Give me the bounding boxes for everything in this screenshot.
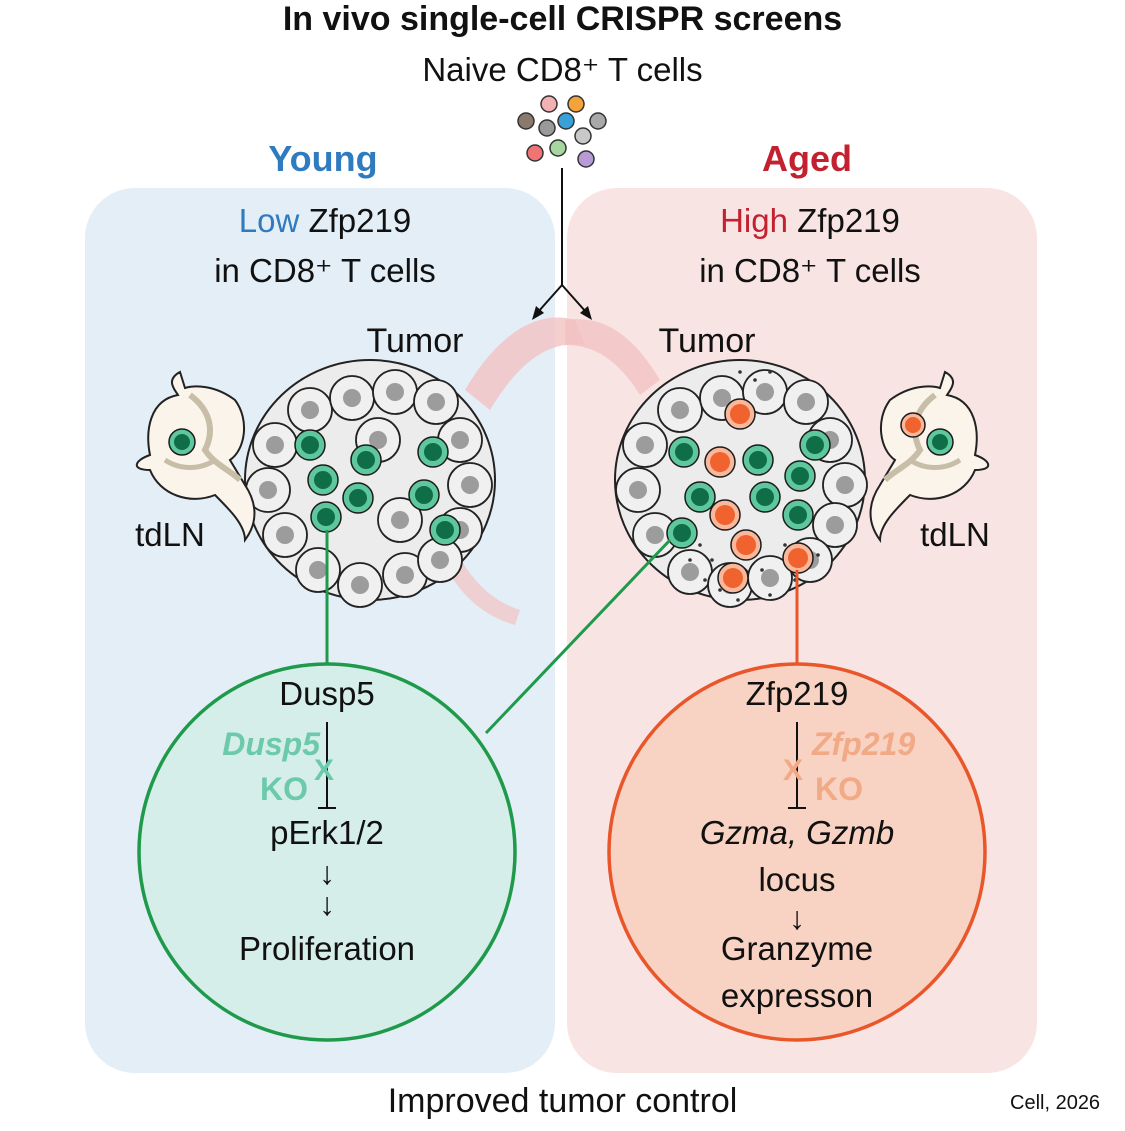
young-ko-gene: Dusp5 [222, 726, 320, 762]
naive-cell [574, 127, 592, 145]
vessel-left [465, 317, 585, 410]
young-gene: Zfp219 [299, 202, 412, 239]
vessel-right [565, 319, 660, 395]
pathway-circle-young [137, 662, 517, 1042]
young-ko-word: KO [260, 771, 308, 807]
footer-conclusion: Improved tumor control [387, 1082, 738, 1120]
aged-pathway-bottom-1: Granzyme [720, 930, 874, 967]
young-ko-mark: X [314, 754, 335, 787]
tumor-label-young: Tumor [366, 322, 464, 360]
page-title: In vivo single-cell CRISPR screens [282, 0, 843, 38]
arrowhead-right [580, 306, 592, 320]
young-level-word: Low [238, 202, 300, 239]
lymph-node-aged [869, 370, 990, 543]
young-cell-line: in CD8⁺ T cells [214, 252, 436, 289]
aged-ko-gene: Zfp219 [812, 726, 916, 762]
tumor-young [244, 359, 496, 608]
naive-t-cells [517, 95, 607, 168]
inhibition-young [318, 722, 336, 809]
young-arrow-2: ↓ [319, 886, 335, 922]
aged-ko-word: KO [815, 771, 863, 807]
young-arrow-1: ↓ [319, 855, 335, 891]
young-pathway-bottom: Proliferation [238, 930, 416, 967]
naive-cell [557, 112, 575, 130]
aged-pathway-middle-2: locus [758, 861, 836, 898]
naive-cell [589, 112, 607, 130]
aged-heading: Aged [762, 138, 852, 179]
aged-arrow-1: ↓ [789, 900, 805, 936]
naive-cell [526, 144, 544, 162]
inhibition-aged [788, 722, 806, 809]
split-arrow [537, 168, 587, 313]
naive-cell [549, 139, 567, 157]
naive-cell [567, 95, 585, 113]
tdln-label-young: tdLN [135, 516, 205, 553]
aged-ko-mark: X [783, 754, 804, 787]
tdln-label-aged: tdLN [920, 516, 990, 553]
aged-gene: Zfp219 [787, 202, 900, 239]
arrowhead-left [532, 306, 544, 320]
aged-expression-text: High Zfp219 in CD8⁺ T cells [605, 196, 1015, 296]
naive-cell [538, 119, 556, 137]
aged-level-word: High [720, 202, 788, 239]
citation: Cell, 2026 [1010, 1092, 1101, 1114]
naive-cell [577, 150, 595, 168]
naive-cell [540, 95, 558, 113]
aged-cell-line: in CD8⁺ T cells [699, 252, 921, 289]
subtitle: Naive CD8⁺ T cells [422, 51, 703, 88]
naive-cell [517, 112, 535, 130]
connector-aged-green-diagonal [484, 538, 672, 735]
young-heading: Young [268, 138, 378, 179]
young-pathway-middle: pErk1/2 [270, 814, 384, 851]
young-pathway-top: Dusp5 [279, 675, 375, 712]
tumor-aged [614, 359, 868, 608]
pathway-circle-aged [607, 662, 987, 1042]
aged-pathway-top: Zfp219 [745, 675, 849, 712]
aged-pathway-middle-1: Gzma, Gzmb [699, 814, 895, 851]
tumor-label-aged: Tumor [658, 322, 756, 360]
aged-pathway-bottom-2: expresson [720, 977, 874, 1014]
lymph-node-young [135, 370, 256, 543]
young-expression-text: Low Zfp219 in CD8⁺ T cells [120, 196, 530, 296]
